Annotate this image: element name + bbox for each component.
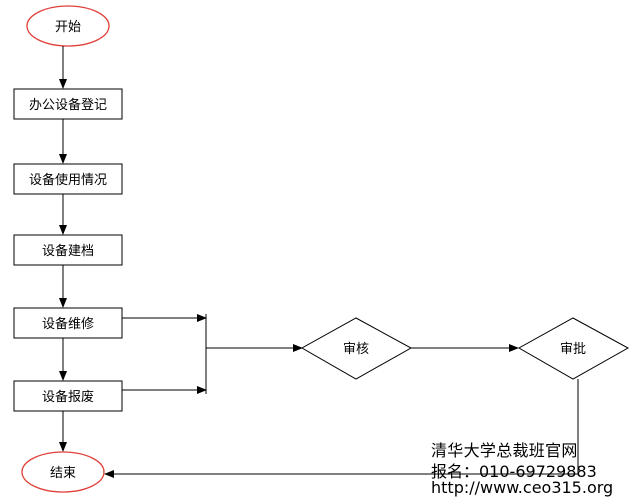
review-label: 审核 <box>343 342 369 357</box>
register-node: 办公设备登记 <box>13 88 123 120</box>
maintenance-node: 设备维修 <box>13 307 123 339</box>
archive-node: 设备建档 <box>13 234 123 266</box>
archive-label: 设备建档 <box>42 243 94 259</box>
watermark-line2: 报名：010-69729883 <box>431 462 597 481</box>
scrap-label: 设备报废 <box>42 389 94 405</box>
watermark-line3: http://www.ceo315.org <box>431 478 614 497</box>
usage-node: 设备使用情况 <box>13 163 123 195</box>
usage-label: 设备使用情况 <box>29 172 107 188</box>
scrap-node: 设备报废 <box>13 380 123 412</box>
maintenance-label: 设备维修 <box>42 316 94 332</box>
end-node: 结束 <box>21 451 105 493</box>
register-label: 办公设备登记 <box>29 97 107 113</box>
start-label: 开始 <box>55 20 81 35</box>
approve-label: 审批 <box>560 342 586 357</box>
review-node: 审核 <box>300 317 413 380</box>
watermark-line1: 清华大学总裁班官网 <box>431 441 578 460</box>
approve-node: 审批 <box>517 317 630 380</box>
start-node: 开始 <box>26 5 110 47</box>
end-label: 结束 <box>50 466 76 481</box>
